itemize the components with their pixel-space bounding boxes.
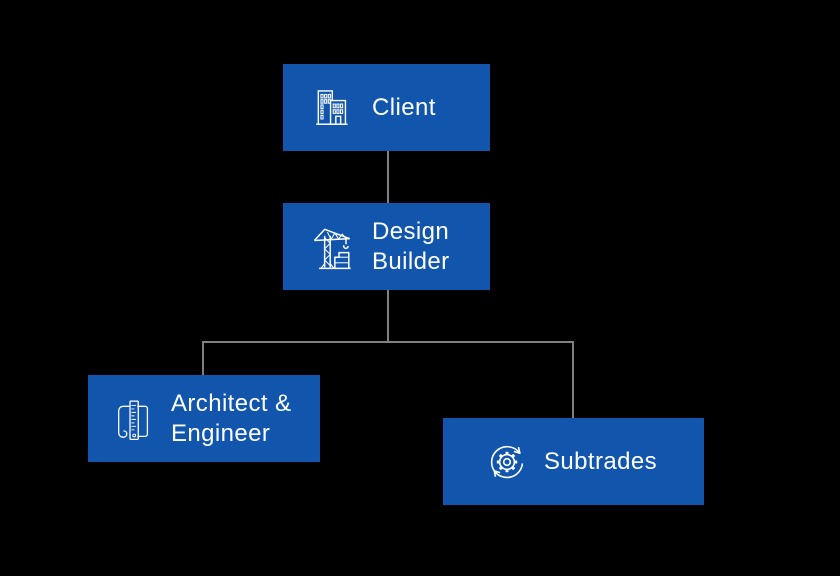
construction-crane-icon <box>307 221 359 273</box>
node-subtrades: Subtrades <box>443 418 704 505</box>
node-design-builder-label-line1: Design <box>372 217 450 245</box>
node-subtrades-label: Subtrades <box>544 447 657 477</box>
blueprint-ruler-icon <box>109 395 151 442</box>
connector-horizontal-rail <box>202 341 574 343</box>
node-architect-engineer-label-line2: Engineer <box>171 419 271 447</box>
gear-cycle-arrows-icon <box>483 438 531 486</box>
node-architect-engineer-label: Architect & Engineer <box>171 389 291 449</box>
connector-client-designbuilder <box>387 151 389 203</box>
node-client-label-line: Client <box>372 93 436 121</box>
node-client: Client <box>283 64 490 151</box>
node-subtrades-label-line: Subtrades <box>544 447 658 475</box>
node-design-builder-label-line2: Builder <box>372 247 450 275</box>
connector-drop-subtrades <box>572 341 574 418</box>
node-client-label: Client <box>372 93 436 123</box>
node-architect-engineer: Architect & Engineer <box>88 375 320 462</box>
node-design-builder-label: Design Builder <box>372 217 450 277</box>
connector-drop-architect <box>202 341 204 375</box>
connector-designbuilder-stem <box>387 290 389 341</box>
node-design-builder: Design Builder <box>283 203 490 290</box>
node-architect-engineer-label-line1: Architect & <box>171 389 292 417</box>
buildings-icon <box>310 87 352 129</box>
